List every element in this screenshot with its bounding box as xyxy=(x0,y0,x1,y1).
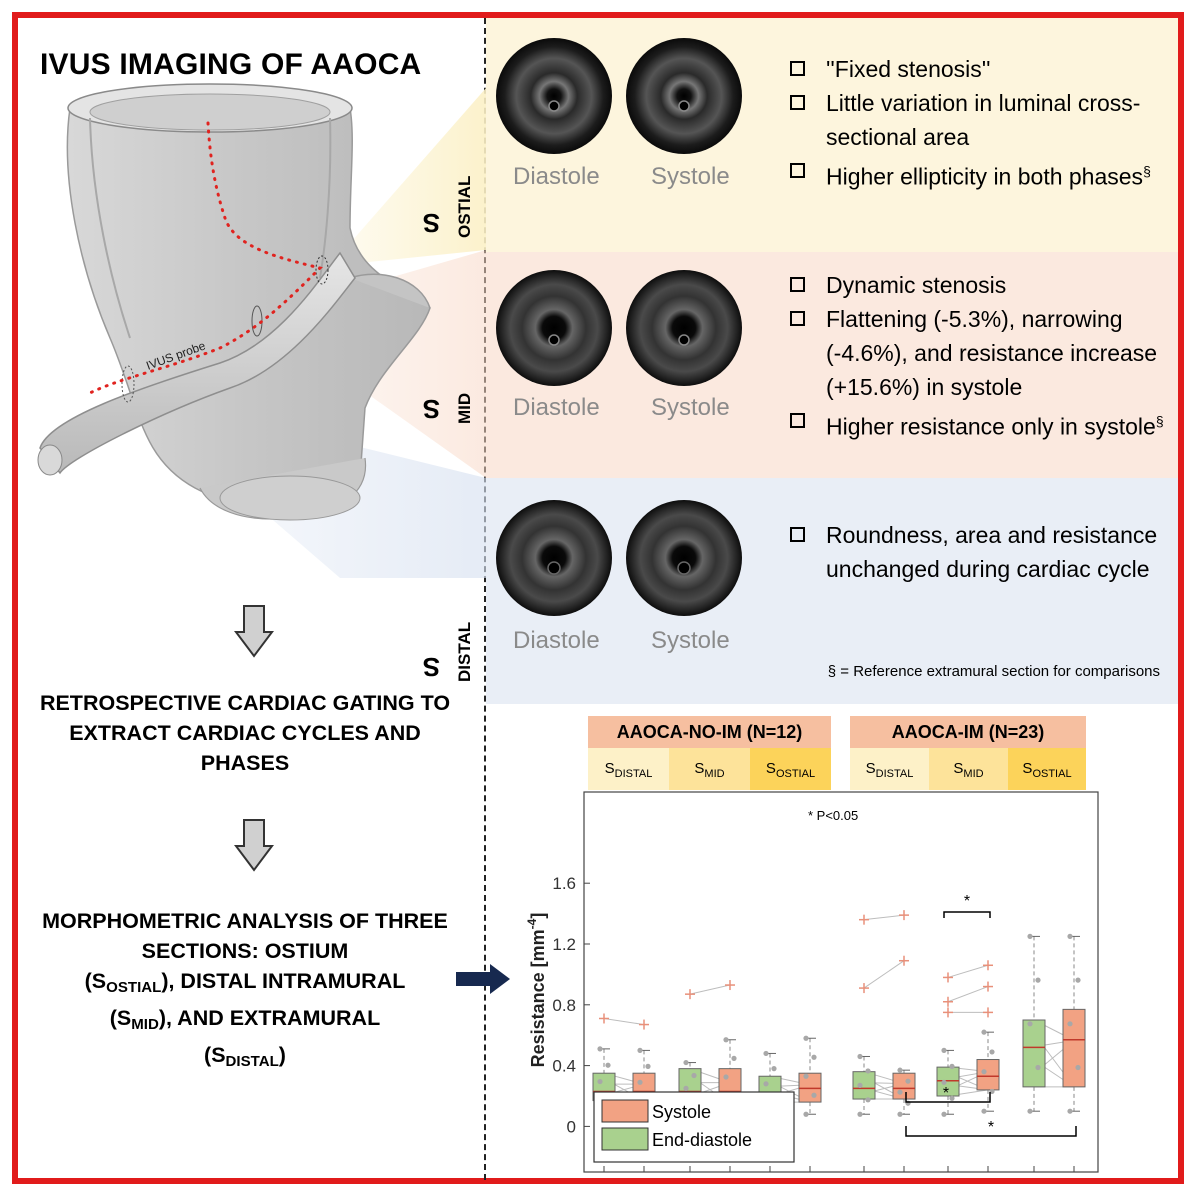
group-header-no-im: AAOCA-NO-IM (N=12) xyxy=(588,716,831,748)
group-section-distal: SDISTAL xyxy=(588,748,669,790)
finding-item: Roundness, area and resistance unchanged… xyxy=(790,518,1170,586)
distal-systole-label: Systole xyxy=(651,627,730,654)
distal-diastole-label: Diastole xyxy=(513,627,600,654)
mid-section-band xyxy=(486,252,1178,478)
group-header-im: AAOCA-IM (N=23) xyxy=(850,716,1086,748)
mid-findings: Dynamic stenosis Flattening (-5.3%), nar… xyxy=(790,268,1170,444)
page-title: IVUS IMAGING OF AAOCA xyxy=(40,48,422,81)
distal-findings: Roundness, area and resistance unchanged… xyxy=(790,518,1170,586)
footnote: § = Reference extramural section for com… xyxy=(827,663,1160,680)
right-arrow-icon xyxy=(456,964,510,994)
aorta-illustration: IVUS probe xyxy=(37,83,486,578)
down-arrow-icon xyxy=(234,605,274,658)
mid-systole-label: Systole xyxy=(651,394,730,421)
mid-diastole-label: Diastole xyxy=(513,394,600,421)
ostial-findings: ''Fixed stenosis'' Little variation in l… xyxy=(790,52,1170,194)
ostial-systole-label: Systole xyxy=(651,163,730,190)
finding-item: Dynamic stenosis xyxy=(790,268,1170,302)
finding-item: Little variation in luminal cross-sectio… xyxy=(790,86,1170,154)
finding-item: Higher ellipticity in both phases§ xyxy=(790,154,1170,194)
ostial-diastole-label: Diastole xyxy=(513,163,600,190)
ivus-images xyxy=(496,38,742,616)
group-section-mid: SMID xyxy=(929,748,1008,790)
finding-item: Flattening (-5.3%), narrowing (-4.6%), a… xyxy=(790,302,1170,404)
step-morphometric: MORPHOMETRIC ANALYSIS OF THREE SECTIONS:… xyxy=(42,909,448,1070)
red-frame xyxy=(12,12,1184,1184)
down-arrow-icon xyxy=(234,819,274,872)
group-section-ostial: SOSTIAL xyxy=(750,748,831,790)
ostial-section-band xyxy=(486,18,1178,252)
group-section-distal: SDISTAL xyxy=(850,748,929,790)
finding-item: ''Fixed stenosis'' xyxy=(790,52,1170,86)
step-gating: RETROSPECTIVE CARDIAC GATING TO EXTRACT … xyxy=(39,691,451,775)
group-section-mid: SMID xyxy=(669,748,750,790)
dashed-divider xyxy=(484,18,486,1180)
group-section-ostial: SOSTIAL xyxy=(1008,748,1086,790)
finding-item: Higher resistance only in systole§ xyxy=(790,404,1170,444)
